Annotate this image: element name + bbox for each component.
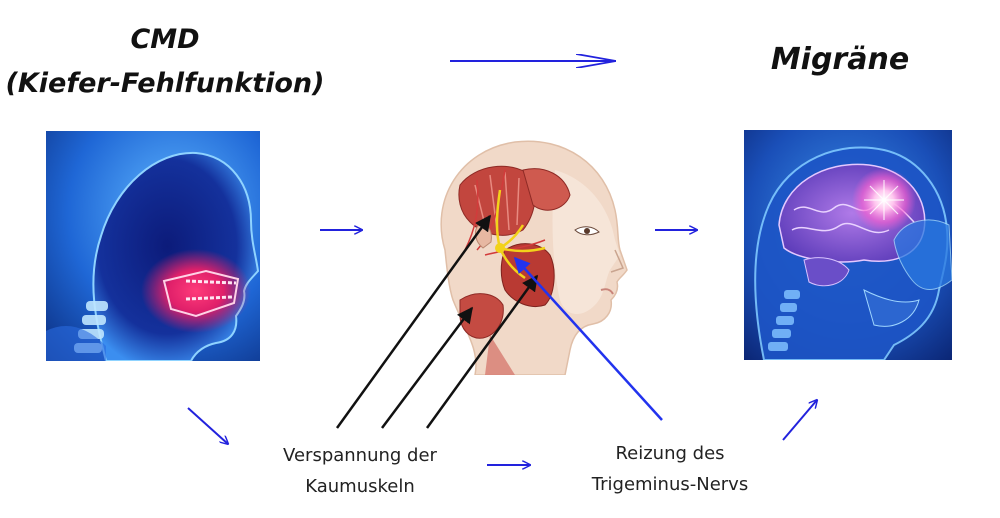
nerve-irritation-label: Reizung des Trigeminus-Nervs xyxy=(575,438,765,500)
cmd-title-line2: (Kiefer-Fehlfunktion) xyxy=(5,68,325,99)
muscle-tension-line1: Verspannung der xyxy=(283,445,437,466)
muscle-tension-label: Verspannung der Kaumuskeln xyxy=(260,440,460,502)
arrow-nerve-to-migraine xyxy=(782,400,817,441)
pointer-trigeminal-nerve xyxy=(513,256,663,421)
migraine-title: Migräne xyxy=(770,42,910,77)
pointer-temporal-muscle xyxy=(335,214,492,429)
nerve-irritation-line1: Reizung des xyxy=(615,443,725,464)
migraine-brain-image xyxy=(744,130,952,360)
muscle-tension-line2: Kaumuskeln xyxy=(305,476,415,497)
nerve-irritation-line2: Trigeminus-Nervs xyxy=(591,474,749,495)
pointer-neck-muscle xyxy=(381,306,473,429)
cmd-xray-image xyxy=(46,131,260,361)
cmd-title: CMD (Kiefer-Fehlfunktion) xyxy=(0,18,330,106)
arrow-cmd-to-muscle xyxy=(187,407,228,444)
pointer-masseter-muscle xyxy=(425,274,539,429)
cmd-title-line1: CMD xyxy=(130,24,200,55)
